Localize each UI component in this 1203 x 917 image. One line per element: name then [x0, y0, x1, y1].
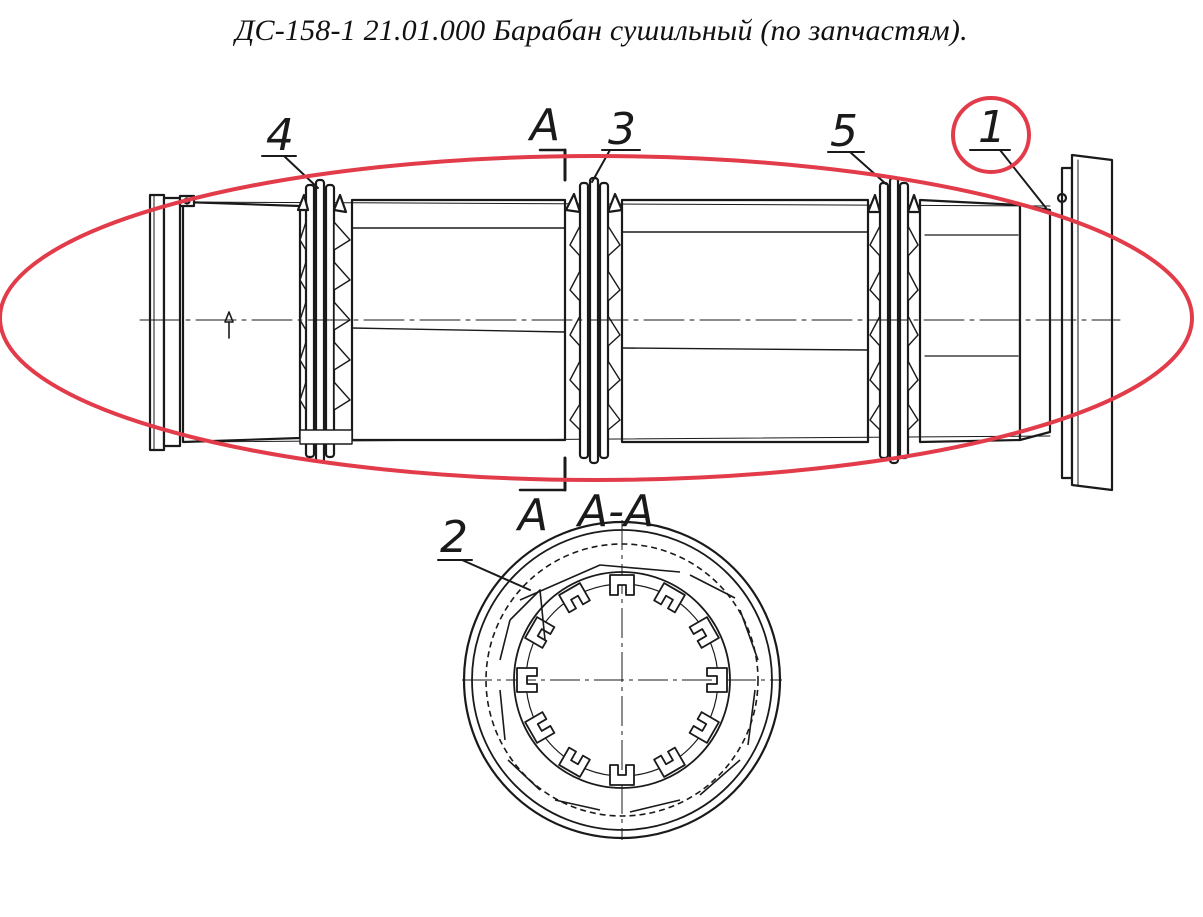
callout-3: 3 — [608, 104, 636, 155]
drum-highlight-ellipse — [0, 154, 1194, 482]
callout-4: 4 — [266, 110, 294, 161]
section-mark-top: А — [527, 100, 560, 151]
tyre-ring-4 — [296, 178, 353, 464]
drum-side-view — [139, 148, 1121, 591]
left-end-flange — [148, 193, 184, 452]
section-label: А-А — [575, 486, 654, 537]
highlights — [0, 96, 1194, 482]
callouts: 4 3 5 1 2 А А А-А — [266, 100, 1006, 563]
right-end-flange — [1056, 153, 1114, 492]
callout-1: 1 — [978, 102, 1006, 153]
callout-5: 5 — [830, 106, 858, 157]
spiral-blades — [499, 564, 759, 813]
drawing-title: ДС-158-1 21.01.000 Барабан сушильный (по… — [235, 14, 968, 47]
section-cut-line — [518, 148, 567, 492]
callout-2: 2 — [440, 512, 468, 563]
section-mark-bottom: А — [515, 490, 548, 541]
section-view-a-a — [462, 520, 782, 840]
callout-1-highlight-circle — [951, 96, 1031, 174]
lifter-teeth — [516, 574, 728, 786]
